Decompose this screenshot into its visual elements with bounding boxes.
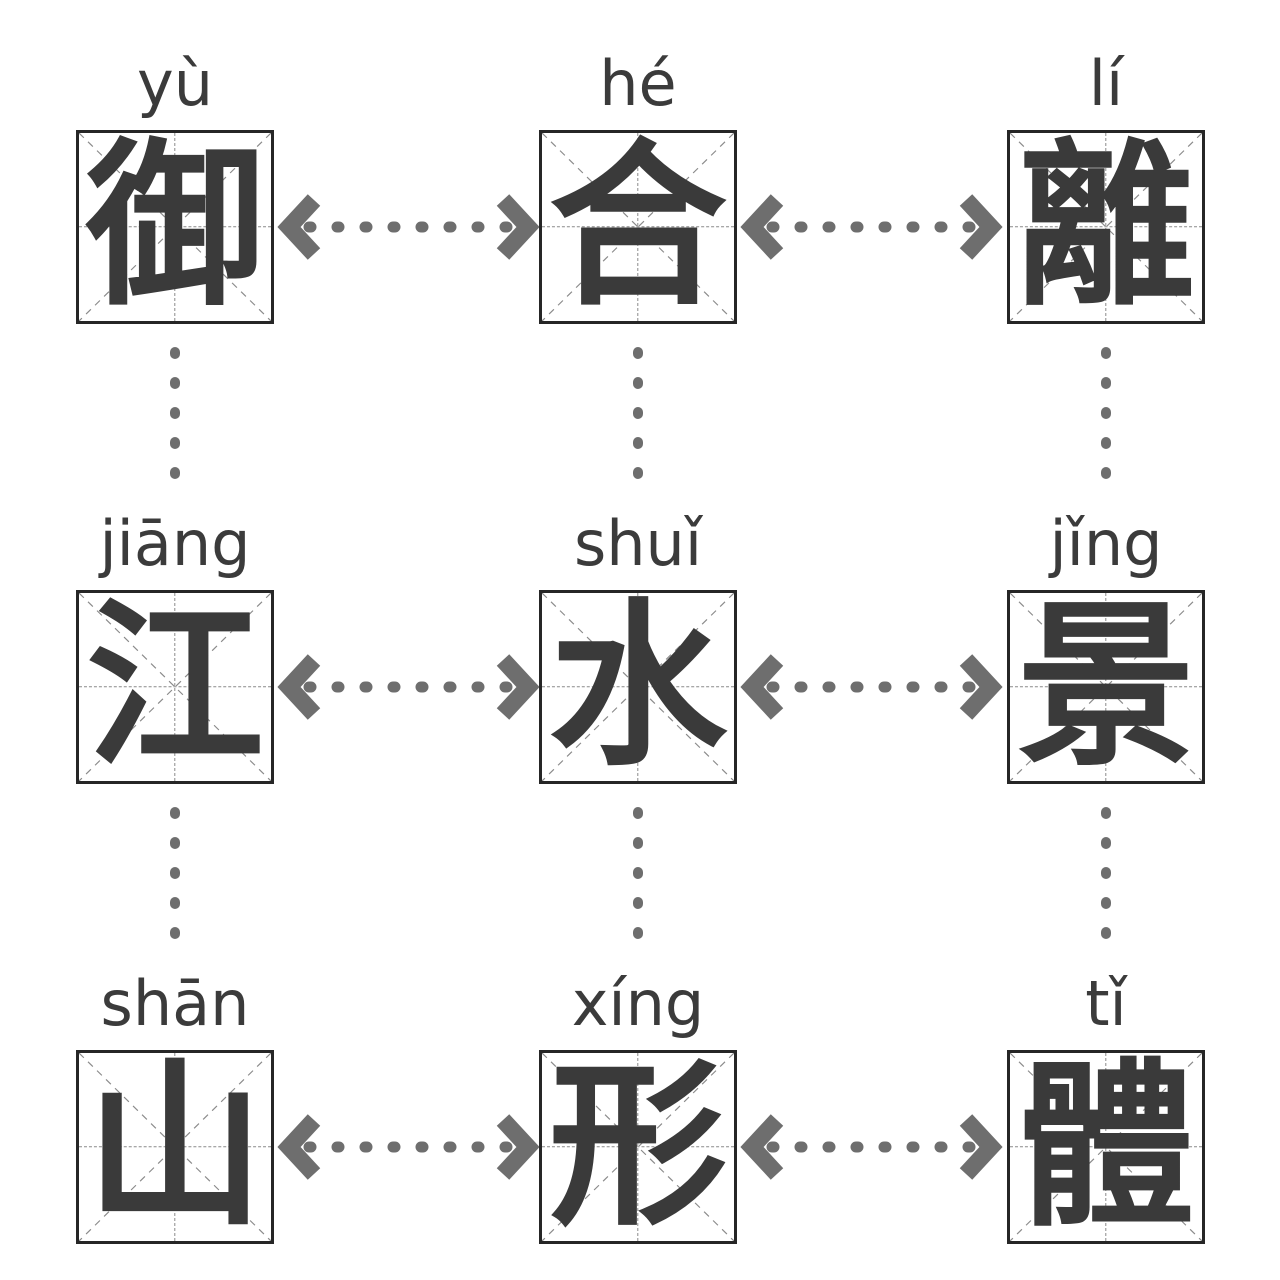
character-glyph: 離 xyxy=(1017,130,1195,324)
character-box[interactable]: 山 xyxy=(76,1050,274,1244)
character-glyph: 江 xyxy=(86,590,264,784)
pinyin-label: jǐng xyxy=(1049,507,1163,580)
character-glyph: 水 xyxy=(549,590,727,784)
character-box[interactable]: 體 xyxy=(1007,1050,1205,1244)
character-glyph: 形 xyxy=(549,1050,727,1244)
character-glyph: 體 xyxy=(1017,1050,1195,1244)
pinyin-label: yù xyxy=(137,47,213,120)
character-cell-shui[interactable]: shuǐ 水 xyxy=(539,498,737,784)
pinyin-label: hé xyxy=(599,47,677,120)
character-box[interactable]: 離 xyxy=(1007,130,1205,324)
character-cell-he[interactable]: hé 合 xyxy=(539,38,737,324)
character-cell-jing[interactable]: jǐng 景 xyxy=(1007,498,1205,784)
pinyin-label: xíng xyxy=(571,967,705,1040)
pinyin-label: jiāng xyxy=(99,507,251,580)
character-glyph: 御 xyxy=(86,130,264,324)
pinyin-label: lí xyxy=(1088,47,1124,120)
character-box[interactable]: 形 xyxy=(539,1050,737,1244)
character-box[interactable]: 水 xyxy=(539,590,737,784)
character-cell-xing[interactable]: xíng 形 xyxy=(539,958,737,1244)
character-glyph: 山 xyxy=(86,1050,264,1244)
character-cell-ti[interactable]: tǐ 體 xyxy=(1007,958,1205,1244)
character-box[interactable]: 御 xyxy=(76,130,274,324)
character-glyph: 景 xyxy=(1017,590,1195,784)
character-box[interactable]: 景 xyxy=(1007,590,1205,784)
pinyin-label: shān xyxy=(100,967,250,1040)
character-cell-yu[interactable]: yù 御 xyxy=(76,38,274,324)
character-cell-jiang[interactable]: jiāng 江 xyxy=(76,498,274,784)
character-glyph: 合 xyxy=(549,130,727,324)
pinyin-label: shuǐ xyxy=(573,507,703,580)
character-cell-li[interactable]: lí 離 xyxy=(1007,38,1205,324)
character-box[interactable]: 江 xyxy=(76,590,274,784)
pinyin-label: tǐ xyxy=(1085,967,1127,1040)
character-cell-shan[interactable]: shān 山 xyxy=(76,958,274,1244)
character-box[interactable]: 合 xyxy=(539,130,737,324)
